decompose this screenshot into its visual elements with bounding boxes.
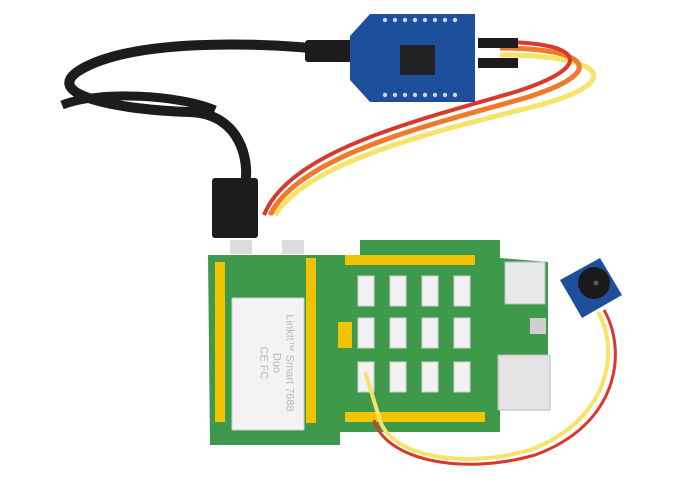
module-label-line1: LinkIt™ Smart 7688 (283, 313, 296, 412)
usb-cable-loop (60, 91, 217, 115)
module-marks: CE FC (257, 346, 270, 379)
module-label: LinkIt™ Smart 7688 Duo CE FC (246, 300, 306, 425)
buzzer-wire-red (372, 309, 617, 466)
linkit-module-shield (231, 297, 305, 431)
usb-serial-adapter (350, 14, 518, 102)
module-label-line2: Duo (270, 352, 283, 373)
usb-cable (64, 39, 351, 186)
buzzer-wire-yellow (363, 310, 611, 461)
grove-buzzer-module (560, 258, 622, 318)
jumper-wire-red (262, 40, 572, 216)
micro-usb-plug (305, 40, 355, 62)
usb-plug (212, 178, 258, 238)
